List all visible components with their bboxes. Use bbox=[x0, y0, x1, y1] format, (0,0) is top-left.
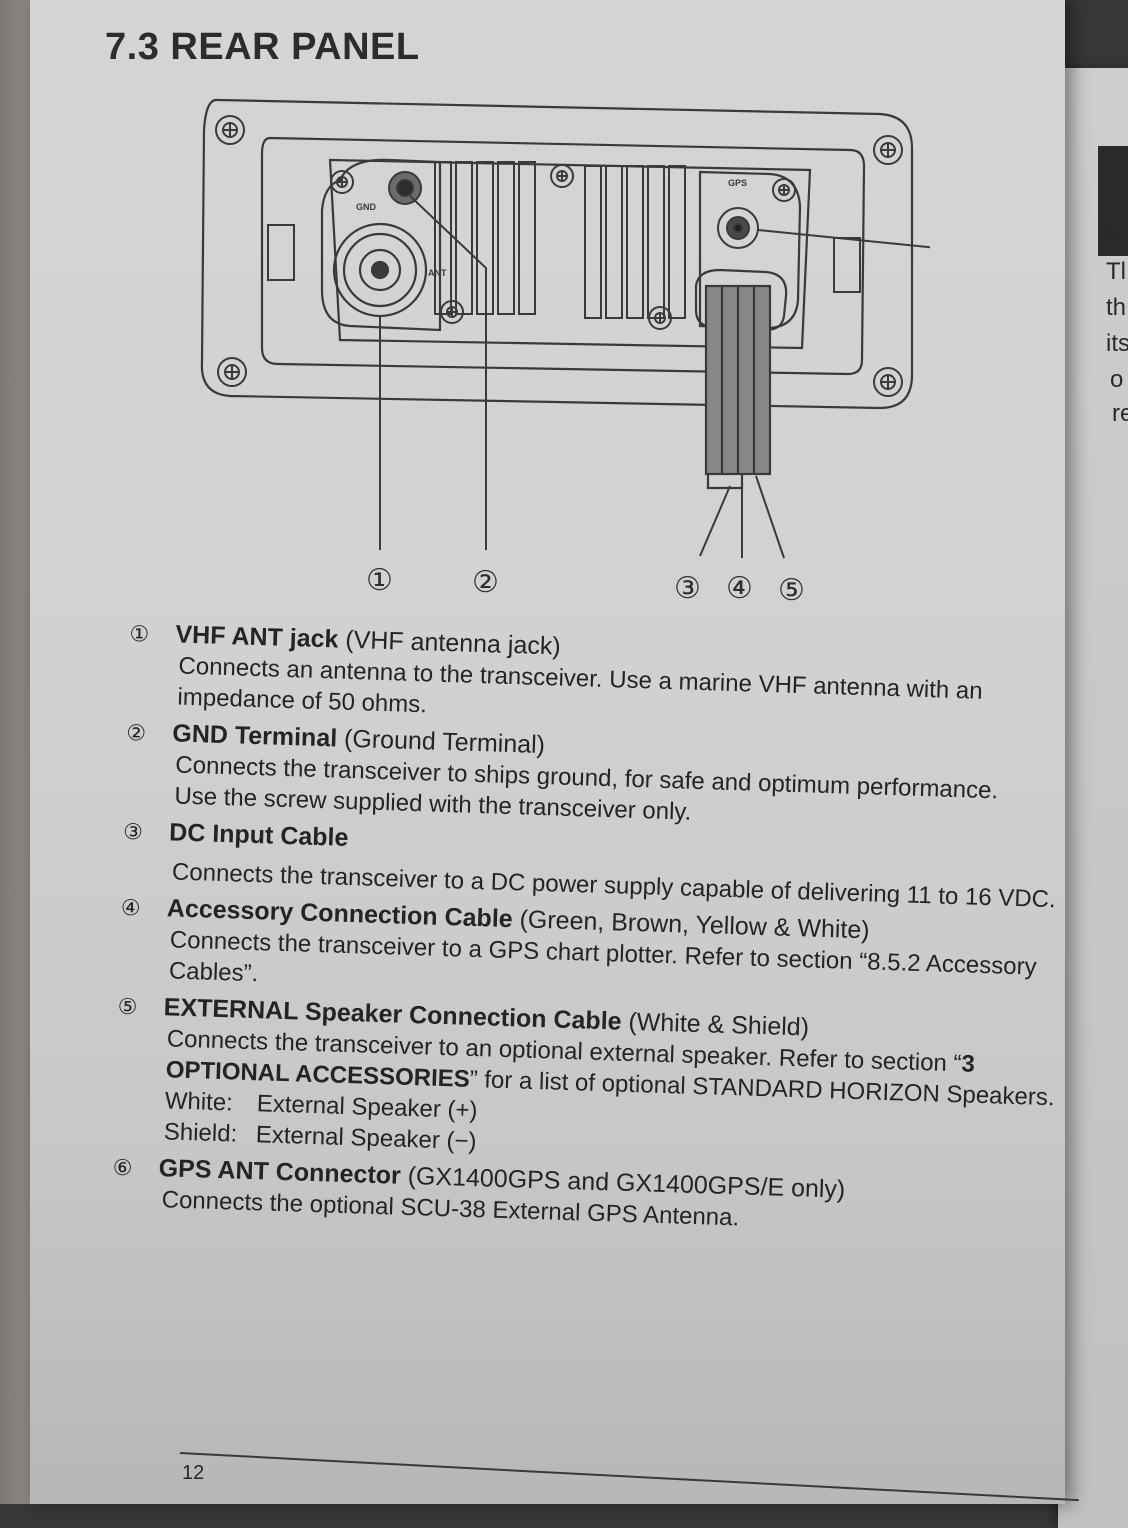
panel-outline bbox=[200, 98, 914, 410]
connector-bay-left bbox=[320, 158, 442, 332]
heatsink-fin bbox=[626, 165, 644, 319]
item-descriptions: ① VHF ANT jack (VHF antenna jack) Connec… bbox=[111, 618, 1079, 1250]
section-tab bbox=[1098, 146, 1128, 256]
heatsink-fin bbox=[434, 161, 452, 315]
screw bbox=[440, 300, 464, 324]
gnd-terminal-drawing bbox=[388, 171, 422, 205]
gps-ant-connector-drawing bbox=[717, 207, 759, 249]
item-qualifier: (VHF antenna jack) bbox=[338, 625, 562, 661]
screw bbox=[873, 367, 903, 397]
heatsink-fin bbox=[605, 165, 623, 319]
item-number: ⑤ bbox=[117, 993, 138, 1020]
description-item-ext-speaker: ⑤ EXTERNAL Speaker Connection Cable (Whi… bbox=[113, 991, 1067, 1176]
right-page-fragment: th bbox=[1106, 294, 1127, 321]
screw bbox=[217, 357, 247, 387]
callout-2: ② bbox=[472, 565, 499, 600]
section-title: 7.3 REAR PANEL bbox=[105, 26, 420, 68]
panel-inner-frame bbox=[260, 136, 866, 376]
heatsink-fin bbox=[668, 165, 686, 319]
rear-panel-diagram: GND ANT GPS ① ② ③ ④ ⑤ ⑥ bbox=[200, 98, 930, 608]
vhf-ant-jack-drawing bbox=[332, 222, 428, 318]
item-qualifier: (Ground Terminal) bbox=[336, 724, 546, 760]
item-name: DC Input Cable bbox=[168, 818, 349, 852]
right-page-fragment: 8. bbox=[1102, 218, 1126, 249]
side-tab-left bbox=[267, 224, 295, 281]
heatsink-fin bbox=[497, 161, 515, 315]
screw bbox=[873, 135, 903, 165]
wire-label: White: bbox=[164, 1087, 234, 1117]
item-number: ④ bbox=[120, 894, 142, 921]
callout-3: ③ bbox=[674, 571, 701, 606]
item-number: ① bbox=[129, 620, 150, 647]
ant-label: ANT bbox=[428, 268, 447, 278]
screw bbox=[330, 170, 354, 194]
callout-5: ⑤ bbox=[778, 573, 805, 608]
right-page-fragment: o bbox=[1110, 366, 1124, 393]
item-number: ③ bbox=[122, 818, 144, 845]
heatsink-fin bbox=[455, 161, 473, 315]
wire-value: External Speaker (+) bbox=[256, 1090, 478, 1125]
right-page-fragment: its bbox=[1106, 330, 1128, 357]
right-page-edge: 8. Tl th its o re bbox=[1058, 68, 1128, 1528]
item-qualifier: (White & Shield) bbox=[621, 1007, 810, 1042]
item-name: VHF ANT jack bbox=[175, 620, 339, 654]
screw bbox=[215, 115, 245, 145]
screw bbox=[772, 178, 796, 202]
page-number: 12 bbox=[182, 1462, 205, 1484]
side-tab-right bbox=[833, 237, 861, 293]
heatsink-fin bbox=[647, 165, 665, 319]
heatsink-fin bbox=[518, 161, 536, 315]
heatsink-fin bbox=[584, 165, 602, 319]
screw bbox=[550, 164, 574, 188]
item-number: ② bbox=[126, 719, 147, 746]
cable-bundle-drawing bbox=[694, 268, 788, 490]
callout-4: ④ bbox=[726, 571, 753, 606]
gnd-label: GND bbox=[356, 202, 377, 212]
right-page-fragment: Tl bbox=[1106, 258, 1126, 285]
gps-label: GPS bbox=[728, 178, 747, 188]
item-number: ⑥ bbox=[112, 1154, 133, 1181]
leader-lines bbox=[379, 195, 930, 559]
item-name: GND Terminal bbox=[171, 719, 338, 753]
wire-label: Shield: bbox=[163, 1118, 238, 1148]
callout-1: ① bbox=[366, 563, 393, 598]
heatsink-fins bbox=[434, 161, 686, 319]
wire-value: External Speaker (−) bbox=[255, 1121, 477, 1156]
screw bbox=[648, 306, 672, 330]
right-page-fragment: re bbox=[1112, 400, 1128, 427]
